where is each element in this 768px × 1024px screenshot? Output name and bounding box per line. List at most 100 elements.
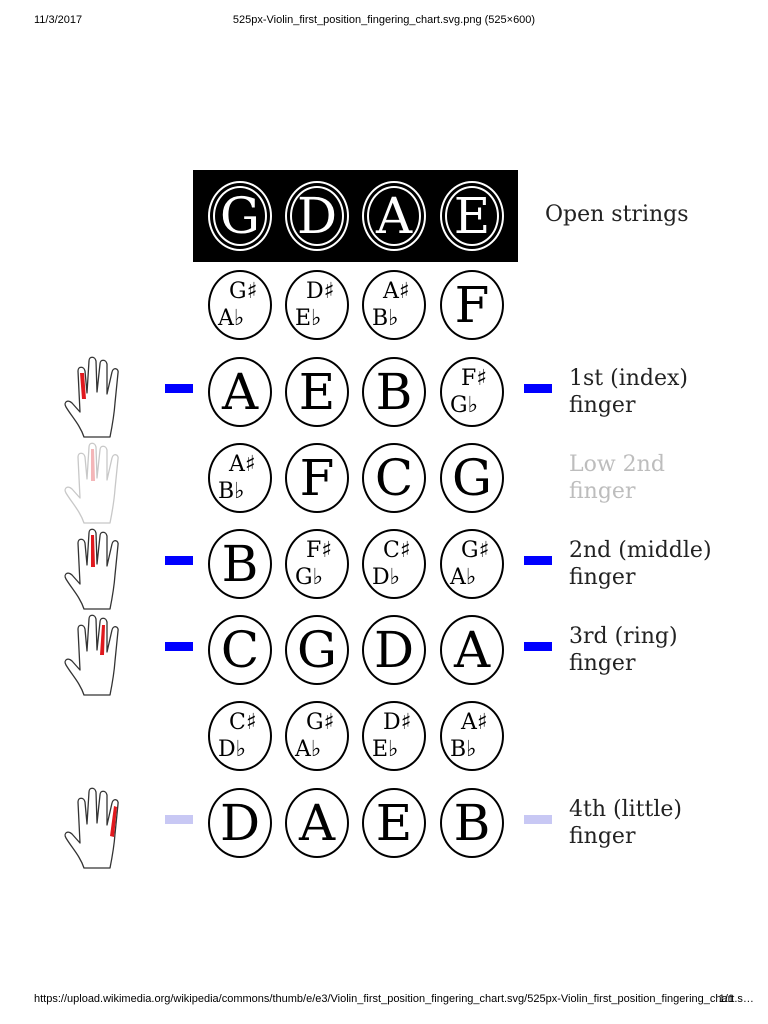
finger-marker-left: [165, 642, 193, 651]
note-first-F♯-G♭: F♯G♭: [440, 357, 504, 427]
note-name: F: [454, 276, 490, 334]
note-high-third-C♯-D♭: C♯D♭: [208, 701, 272, 771]
finger-highlight-little: [110, 806, 117, 837]
note-flat-name: G♭: [450, 393, 478, 418]
note-name: A: [453, 621, 491, 679]
note-open-A: A: [362, 181, 426, 251]
row-label-line: Low 2nd: [569, 452, 665, 477]
finger-highlight-ring: [100, 625, 105, 655]
note-low-second-C: C: [362, 443, 426, 513]
note-half-F: F: [440, 270, 504, 340]
note-high-third-G♯-A♭: G♯A♭: [285, 701, 349, 771]
print-date: 11/3/2017: [34, 14, 83, 26]
print-page-number: 1/1: [718, 993, 734, 1005]
note-name: C: [374, 449, 414, 507]
note-name: C: [220, 621, 260, 679]
finger-highlight-middle: [91, 449, 95, 481]
row-label-first: 1st (index)finger: [569, 365, 688, 419]
row-label-line: finger: [569, 565, 636, 590]
note-name: D: [296, 187, 338, 245]
note-sharp-name: G♯: [229, 279, 258, 304]
row-label-line: 4th (little): [569, 797, 682, 822]
note-sharp-name: C♯: [229, 710, 257, 735]
note-second-C♯-D♭: C♯D♭: [362, 529, 426, 599]
note-name: F: [299, 449, 335, 507]
note-high-third-A♯-B♭: A♯B♭: [440, 701, 504, 771]
note-flat-name: D♭: [218, 737, 247, 762]
row-label-fourth: 4th (little)finger: [569, 796, 682, 850]
note-name: A: [375, 187, 413, 245]
note-half-G♯-A♭: G♯A♭: [208, 270, 272, 340]
note-name: B: [221, 535, 259, 593]
hand-outline: [64, 528, 119, 610]
note-high-third-D♯-E♭: D♯E♭: [362, 701, 426, 771]
note-second-B: B: [208, 529, 272, 599]
row-label-line: finger: [569, 651, 636, 676]
row-label-open: Open strings: [545, 201, 689, 228]
note-flat-name: A♭: [295, 737, 322, 762]
finger-marker-left: [165, 384, 193, 393]
hand-index-icon: [64, 356, 119, 438]
note-name: E: [298, 363, 336, 421]
row-label-line: finger: [569, 479, 636, 504]
note-fourth-A: A: [285, 788, 349, 858]
note-third-C: C: [208, 615, 272, 685]
note-open-D: D: [285, 181, 349, 251]
note-low-second-G: G: [440, 443, 504, 513]
note-first-E: E: [285, 357, 349, 427]
note-flat-name: G♭: [295, 565, 323, 590]
note-sharp-name: G♯: [306, 710, 335, 735]
note-low-second-A♯-B♭: A♯B♭: [208, 443, 272, 513]
note-sharp-name: G♯: [461, 538, 490, 563]
note-fourth-B: B: [440, 788, 504, 858]
hand-outline: [64, 356, 119, 438]
note-open-E: E: [440, 181, 504, 251]
note-second-F♯-G♭: F♯G♭: [285, 529, 349, 599]
row-label-second: 2nd (middle)finger: [569, 537, 712, 591]
note-name: A: [221, 363, 259, 421]
hand-outline: [64, 787, 119, 869]
row-label-line: 3rd (ring): [569, 624, 678, 649]
note-name: G: [452, 449, 492, 507]
note-open-G: G: [208, 181, 272, 251]
note-first-A: A: [208, 357, 272, 427]
note-sharp-name: C♯: [383, 538, 411, 563]
note-sharp-name: A♯: [383, 279, 410, 304]
note-third-G: G: [285, 615, 349, 685]
hand-outline: [64, 442, 119, 524]
note-flat-name: B♭: [218, 479, 245, 504]
note-sharp-name: D♯: [383, 710, 412, 735]
hand-middle-icon: [64, 442, 119, 524]
hand-ring-icon: [64, 614, 119, 696]
note-name: D: [219, 794, 261, 852]
note-sharp-name: A♯: [461, 710, 488, 735]
row-label-line: 1st (index): [569, 366, 689, 391]
note-name: B: [453, 794, 491, 852]
hand-outline: [64, 614, 119, 696]
note-sharp-name: D♯: [306, 279, 335, 304]
note-flat-name: E♭: [295, 306, 322, 331]
hand-little-icon: [64, 787, 119, 869]
finger-highlight-middle: [91, 535, 95, 567]
note-flat-name: A♭: [450, 565, 477, 590]
finger-marker-left: [165, 556, 193, 565]
note-half-D♯-E♭: D♯E♭: [285, 270, 349, 340]
note-first-B: B: [362, 357, 426, 427]
row-label-line: finger: [569, 393, 636, 418]
note-flat-name: B♭: [372, 306, 399, 331]
note-low-second-F: F: [285, 443, 349, 513]
row-label-line: 2nd (middle): [569, 538, 712, 563]
finger-marker-right: [524, 642, 552, 651]
finger-marker-right: [524, 815, 552, 824]
note-flat-name: D♭: [372, 565, 401, 590]
note-name: G: [220, 187, 260, 245]
note-name: G: [297, 621, 337, 679]
hand-middle-icon: [64, 528, 119, 610]
finger-marker-right: [524, 384, 552, 393]
note-sharp-name: F♯: [461, 366, 487, 391]
note-name: A: [298, 794, 336, 852]
row-label-third: 3rd (ring)finger: [569, 623, 678, 677]
note-name: B: [375, 363, 413, 421]
note-fourth-E: E: [362, 788, 426, 858]
